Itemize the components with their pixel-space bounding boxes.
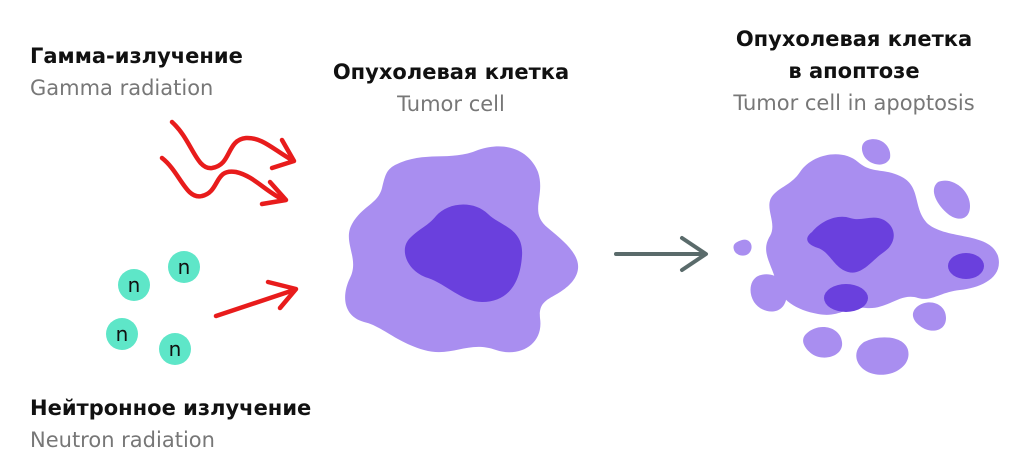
neutron-arrow [213,279,299,319]
apoptotic-body [856,337,909,375]
apoptotic-body [750,274,787,312]
tumor-cell-label-ru: Опухолевая клетка [332,60,570,84]
neutron-particle: n [168,251,200,283]
apoptotic-nuclear-fragment [948,253,984,279]
apoptotic-body [912,302,946,331]
apoptotic-body [861,139,891,165]
gamma-radiation-label-ru: Гамма-излучение [30,44,243,68]
neutron-symbol: n [178,255,191,279]
gamma-wave-arrow-1 [169,119,295,171]
gamma-arrowhead-1 [269,137,297,171]
process-arrow [614,236,708,272]
apoptosis-label-ru-line2: в апоптозе [788,59,920,83]
neutron-particle: n [159,333,191,365]
neutron-particle: n [118,269,150,301]
gamma-arrowhead-2 [259,179,289,207]
tumor-cell-nucleus [404,204,523,302]
gamma-arrows [159,119,297,207]
neutron-particle: n [106,318,138,350]
neutron-radiation-label-ru: Нейтронное излучение [30,396,312,420]
apoptotic-body [933,180,970,219]
apoptotic-body [803,327,843,358]
apoptosis-label-ru-line1: Опухолевая клетка [735,27,973,51]
neutron-radiation-label-en: Neutron radiation [30,428,215,452]
neutron-symbol: n [116,322,129,346]
apoptotic-body [733,239,752,256]
apoptotic-nuclear-fragment [824,284,868,312]
apoptotic-nucleus [807,216,894,273]
gamma-radiation-label-en: Gamma radiation [30,76,214,100]
apoptotic-cell [733,139,999,375]
neutron-particles: n n n n [106,251,200,365]
apoptosis-label-en: Tumor cell in apoptosis [733,91,975,115]
tumor-cell [345,146,579,353]
neutron-symbol: n [169,337,182,361]
neutron-symbol: n [128,273,141,297]
tumor-cell-label-en: Tumor cell [397,92,505,116]
gamma-wave-arrow-2 [159,155,287,203]
